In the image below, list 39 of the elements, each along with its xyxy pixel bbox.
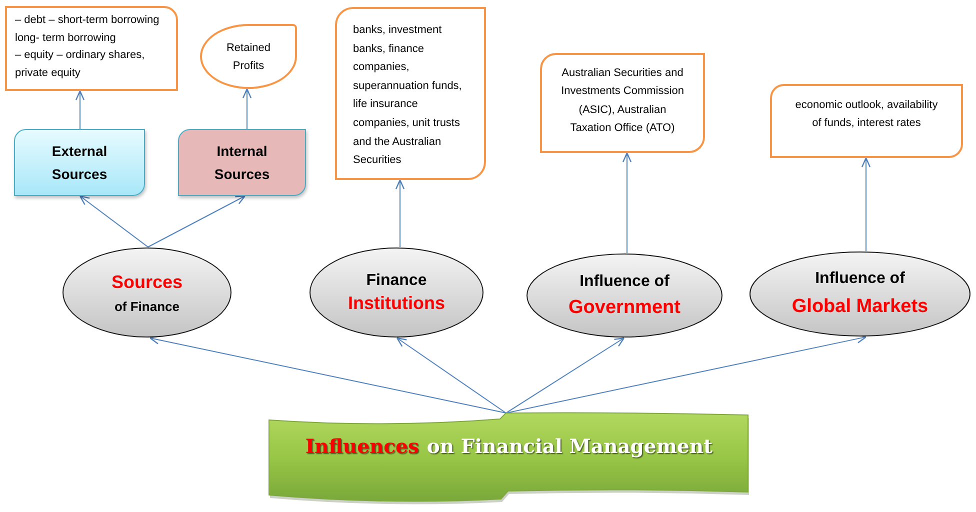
note-box xyxy=(540,53,705,153)
topic-label: Institutions xyxy=(348,292,445,314)
arrow xyxy=(506,337,625,414)
category-box xyxy=(178,129,306,196)
topic-ellipse xyxy=(526,253,723,338)
topic-ellipse xyxy=(749,251,971,337)
topic-ellipse xyxy=(309,247,484,338)
arrow xyxy=(396,337,506,414)
arrow xyxy=(861,157,871,252)
topic-label: Sources xyxy=(111,272,183,292)
arrow xyxy=(75,90,85,130)
arrow xyxy=(622,152,632,254)
note-box xyxy=(5,6,178,91)
topic-label: of Finance xyxy=(114,298,180,314)
arrow xyxy=(395,179,405,248)
topic-ellipse xyxy=(62,247,232,338)
note-box xyxy=(335,7,486,180)
topic-label: Government xyxy=(568,296,680,318)
arrow xyxy=(506,334,867,414)
arrow xyxy=(79,195,148,248)
note-text: economic outlook, availability of funds, interest rates xyxy=(794,98,939,130)
title-text: Influences xyxy=(305,434,419,460)
note-text: – debt – short-term borrowing long- term borrowing xyxy=(15,13,160,46)
topic-label: Finance xyxy=(366,272,427,290)
note-text: Retained Profits xyxy=(225,40,272,74)
note-text: – equity – ordinary shares, private equity xyxy=(15,48,146,80)
arrow xyxy=(149,335,506,414)
category-box xyxy=(14,129,145,196)
arrow xyxy=(148,195,246,248)
arrow xyxy=(242,88,252,130)
topic-label: Influence of xyxy=(580,272,670,290)
category-label: Internal Sources xyxy=(213,142,271,184)
note-text: Australian Securities and Investments Commission (ASIC), Australian Taxation Office (ATO) xyxy=(560,66,685,136)
topic-label: Influence of xyxy=(815,270,905,288)
topic-label: Global Markets xyxy=(792,296,928,318)
title-text: on Financial Management xyxy=(426,434,713,460)
note-box xyxy=(770,84,963,158)
category-label: External Sources xyxy=(50,142,108,184)
note-text: banks, investment banks, finance companies, superannuation funds, life insurance companies, unit trusts and the Australian Securities xyxy=(353,23,463,168)
